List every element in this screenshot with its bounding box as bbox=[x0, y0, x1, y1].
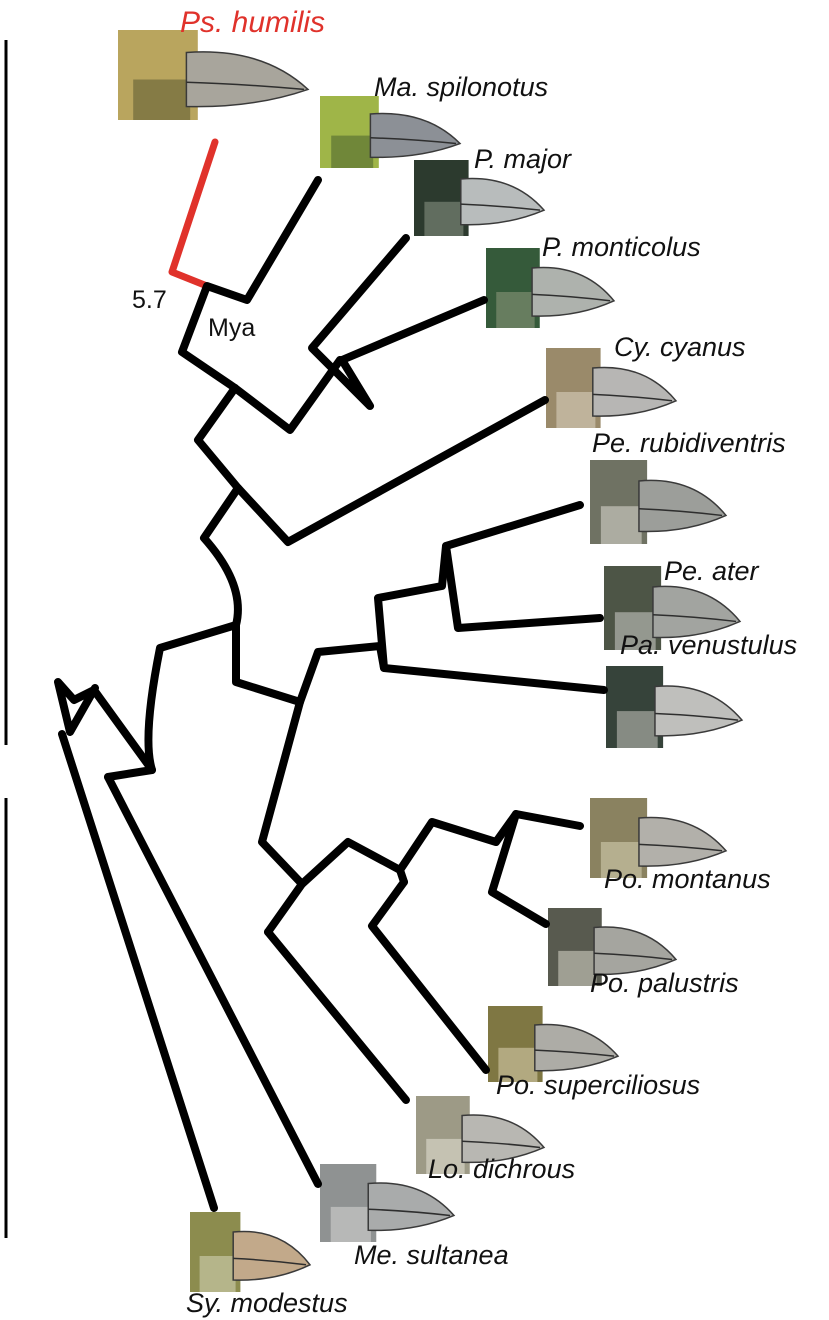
divergence-age-unit: Mya bbox=[208, 314, 255, 342]
beak-image-ma-spilonotus bbox=[320, 96, 460, 168]
throat-feathers bbox=[200, 1256, 236, 1292]
beak-shape bbox=[233, 1231, 310, 1280]
throat-feathers bbox=[556, 392, 595, 428]
branch-lo-dichrous bbox=[268, 932, 406, 1100]
throat-feathers bbox=[331, 136, 373, 168]
beak-image-pe-rubidiventris bbox=[590, 460, 726, 544]
beak-shape bbox=[535, 1024, 618, 1070]
throat-feathers bbox=[617, 711, 658, 748]
beak-shape bbox=[368, 1183, 454, 1230]
branch-sy-modestus bbox=[62, 734, 214, 1208]
branch-po-superciliosus bbox=[372, 882, 486, 1070]
throat-feathers bbox=[424, 202, 463, 236]
beak-shape bbox=[532, 267, 614, 316]
taxon-label-pa-venustulus: Pa. venustulus bbox=[620, 630, 797, 660]
branch-pa-venustulus bbox=[236, 625, 384, 702]
beak-shape bbox=[639, 480, 726, 531]
taxon-label-po-montanus: Po. montanus bbox=[604, 864, 771, 894]
divergence-age-value: 5.7 bbox=[132, 286, 167, 314]
branch-pa-link bbox=[262, 702, 302, 884]
branch-clade-a bbox=[235, 360, 340, 430]
taxon-label-cy-cyanus: Cy. cyanus bbox=[614, 332, 746, 362]
taxon-label-lo-dichrous: Lo. dichrous bbox=[428, 1154, 575, 1184]
beak-image-pa-venustulus bbox=[606, 666, 742, 748]
beak-shape bbox=[593, 367, 676, 416]
taxon-label-ma-spilonotus: Ma. spilonotus bbox=[374, 72, 548, 102]
taxon-label-p-major: P. major bbox=[474, 144, 572, 174]
beak-images bbox=[118, 30, 742, 1292]
branch-cy-cyanus bbox=[204, 400, 545, 625]
branch-clade-b bbox=[198, 388, 238, 488]
branch-backbone bbox=[148, 625, 236, 770]
taxon-label-pe-rubidiventris: Pe. rubidiventris bbox=[592, 428, 786, 458]
beak-shape bbox=[655, 686, 742, 736]
beak-shape bbox=[186, 52, 308, 107]
taxon-label-ps-humilis: Ps. humilis bbox=[180, 6, 325, 39]
throat-feathers bbox=[331, 1207, 371, 1242]
throat-feathers bbox=[601, 506, 642, 544]
beak-shape bbox=[639, 817, 726, 866]
taxon-label-po-palustris: Po. palustris bbox=[590, 968, 739, 998]
throat-feathers bbox=[133, 80, 190, 121]
taxon-label-po-superciliosus: Po. superciliosus bbox=[496, 1070, 700, 1100]
branch-ps-humilis bbox=[172, 142, 215, 286]
beak-shape bbox=[370, 114, 460, 158]
beak-image-sy-modestus bbox=[190, 1212, 310, 1292]
branch-pe-rubidiventris bbox=[446, 505, 600, 628]
taxon-label-me-sultanea: Me. sultanea bbox=[354, 1240, 509, 1270]
taxon-label-pe-ater: Pe. ater bbox=[664, 556, 760, 586]
taxon-label-p-monticolus: P. monticolus bbox=[542, 232, 701, 262]
taxon-label-sy-modestus: Sy. modestus bbox=[186, 1288, 348, 1318]
beak-image-ps-humilis bbox=[118, 30, 308, 120]
branch-p-monticolus bbox=[342, 300, 484, 360]
beak-shape bbox=[461, 178, 544, 224]
throat-feathers bbox=[496, 292, 534, 328]
